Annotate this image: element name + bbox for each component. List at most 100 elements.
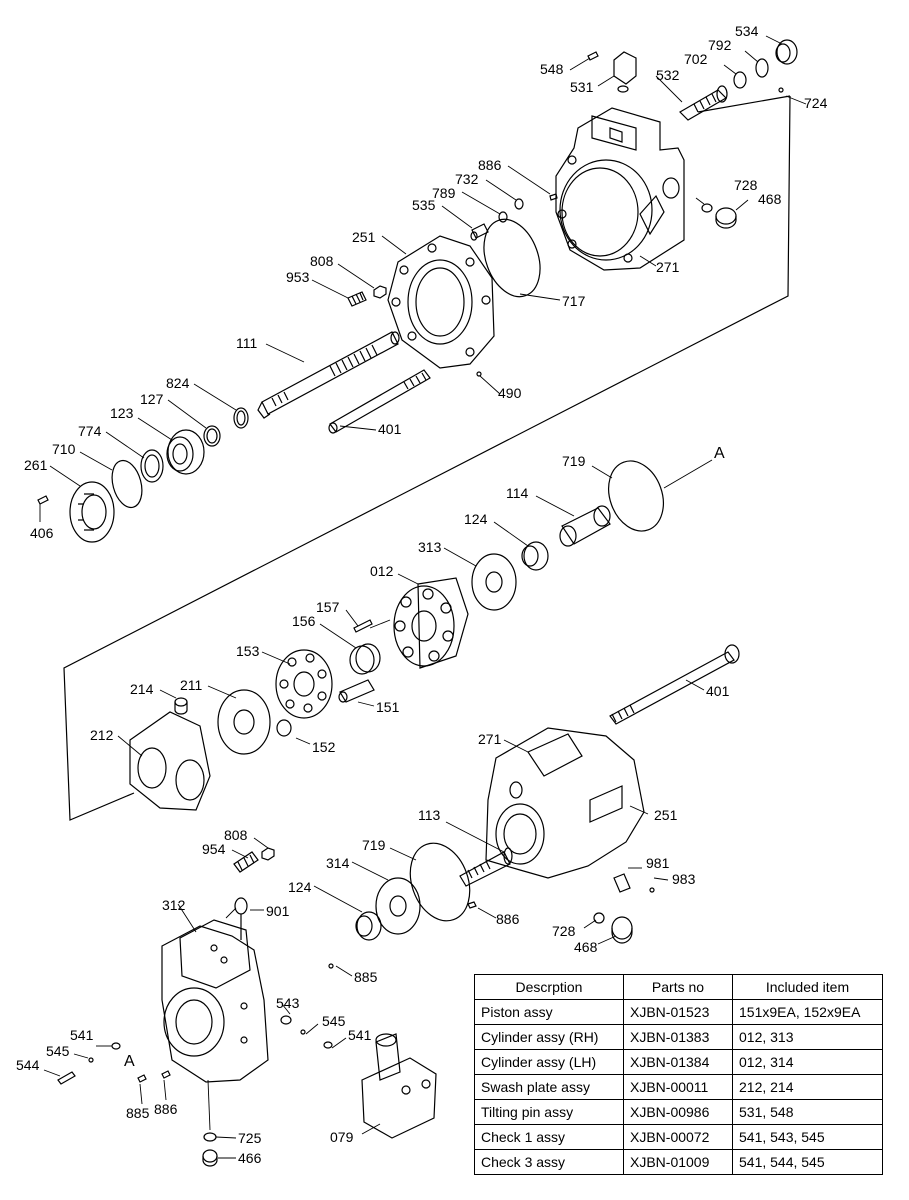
callout-251-bottom: 251 <box>654 807 678 823</box>
callout-312: 312 <box>162 897 186 913</box>
part-406-bolt <box>37 495 49 505</box>
parts-assy-table: Descrption Parts no Included item Piston… <box>474 974 883 1175</box>
part-535-stopper <box>470 223 489 241</box>
callout-012: 012 <box>370 563 394 579</box>
callout-544: 544 <box>16 1057 40 1073</box>
part-468-plug <box>715 207 737 229</box>
callout-885-left: 885 <box>126 1105 150 1121</box>
header-included-item: Included item <box>732 974 883 1000</box>
callout-728-top: 728 <box>734 177 758 193</box>
table-row: Check 1 assy XJBN-00072 541, 543, 545 <box>474 1124 883 1150</box>
callout-153: 153 <box>236 643 260 659</box>
callout-732: 732 <box>455 171 479 187</box>
callout-261: 261 <box>24 457 48 473</box>
part-214-bushing <box>174 697 188 715</box>
callout-212: 212 <box>90 727 114 743</box>
callout-885-right: 885 <box>354 969 378 985</box>
callout-545-left: 545 <box>46 1043 70 1059</box>
callout-534: 534 <box>735 23 759 39</box>
cell-parts-no: XJBN-01384 <box>623 1049 733 1075</box>
cell-parts-no: XJBN-01009 <box>623 1149 733 1175</box>
part-724-oring <box>778 87 784 93</box>
callout-789: 789 <box>432 185 456 201</box>
callout-111: 111 <box>236 335 257 351</box>
part-211-shoe-plate <box>217 689 271 755</box>
table-row: Cylinder assy (LH) XJBN-01384 012, 314 <box>474 1049 883 1075</box>
callout-124-bottom: 124 <box>288 879 312 895</box>
cell-description: Check 3 assy <box>474 1149 624 1175</box>
callout-531: 531 <box>570 79 594 95</box>
cell-included-item: 541, 544, 545 <box>732 1149 883 1175</box>
callout-719-mid: 719 <box>562 453 586 469</box>
callout-824: 824 <box>166 375 190 391</box>
cell-description: Cylinder assy (LH) <box>474 1049 624 1075</box>
part-468-plug-b <box>611 916 633 944</box>
part-545-ball-b <box>88 1057 94 1063</box>
part-544-plug <box>57 1071 76 1085</box>
callout-313: 313 <box>418 539 442 555</box>
cell-description: Piston assy <box>474 999 624 1025</box>
callout-717: 717 <box>562 293 586 309</box>
callout-710: 710 <box>52 441 76 457</box>
part-251-valve-block <box>387 235 495 369</box>
callout-211: 211 <box>180 677 203 693</box>
part-151-piston <box>338 679 375 703</box>
callout-725: 725 <box>238 1130 262 1146</box>
part-719-oring-a <box>608 460 664 532</box>
part-157-spring <box>353 619 373 633</box>
callout-123: 123 <box>110 405 134 421</box>
part-808-nut-b <box>261 847 275 861</box>
callout-954: 954 <box>202 841 226 857</box>
group-frame <box>63 95 791 821</box>
part-545-ball-a <box>300 1029 306 1035</box>
callout-401-top: 401 <box>378 421 402 437</box>
part-261-seal-cover <box>69 481 115 543</box>
leader-lines <box>39 35 807 1159</box>
callout-271-bottom: 271 <box>478 731 502 747</box>
callout-157: 157 <box>316 599 340 615</box>
part-774-oil-seal <box>140 449 164 483</box>
part-153-retainer-plate <box>275 649 333 719</box>
callout-886-bottom: 886 <box>496 911 520 927</box>
part-541-seat-a <box>111 1042 121 1050</box>
part-466-plug <box>202 1149 218 1167</box>
callout-214: 214 <box>130 681 154 697</box>
part-531-pin <box>613 51 637 93</box>
callout-A-bottom: A <box>124 1053 135 1070</box>
part-271-pump-casing <box>555 107 685 271</box>
part-123-bearing <box>166 429 205 475</box>
part-012-cylinder-block <box>393 577 469 669</box>
part-728-oring-b <box>593 912 605 924</box>
cell-included-item: 541, 543, 545 <box>732 1124 883 1150</box>
part-719-oring-b <box>409 842 471 922</box>
callout-406: 406 <box>30 525 54 541</box>
part-725-oring <box>203 1132 217 1142</box>
part-079-regulator <box>361 1033 437 1139</box>
part-114-spline-coupling <box>559 505 611 547</box>
callout-271-top: 271 <box>656 259 680 275</box>
cell-included-item: 212, 214 <box>732 1074 883 1100</box>
part-156-bushing <box>349 643 381 675</box>
callout-468-top: 468 <box>758 191 782 207</box>
part-732-oring <box>514 198 524 210</box>
part-901-eyebolt <box>234 897 248 940</box>
callout-156: 156 <box>292 613 316 629</box>
cell-description: Tilting pin assy <box>474 1099 624 1125</box>
callout-124-mid: 124 <box>464 511 488 527</box>
table-row: Tilting pin assy XJBN-00986 531, 548 <box>474 1099 883 1125</box>
part-541-seat-b <box>323 1041 333 1049</box>
cell-included-item: 012, 313 <box>732 1024 883 1050</box>
part-808-nut <box>373 285 387 299</box>
callout-535: 535 <box>412 197 436 213</box>
cell-parts-no: XJBN-00072 <box>623 1124 733 1150</box>
part-124-needle-bearing-b <box>355 911 382 941</box>
part-953-setscrew <box>347 291 367 307</box>
callout-886-top: 886 <box>478 157 502 173</box>
table-row: Check 3 assy XJBN-01009 541, 544, 545 <box>474 1149 883 1175</box>
part-954-setscrew <box>233 851 259 873</box>
part-717-oring <box>483 218 541 298</box>
callout-545-right: 545 <box>322 1013 346 1029</box>
callout-113: 113 <box>418 807 441 823</box>
callout-251-top: 251 <box>352 229 376 245</box>
callout-152: 152 <box>312 739 336 755</box>
